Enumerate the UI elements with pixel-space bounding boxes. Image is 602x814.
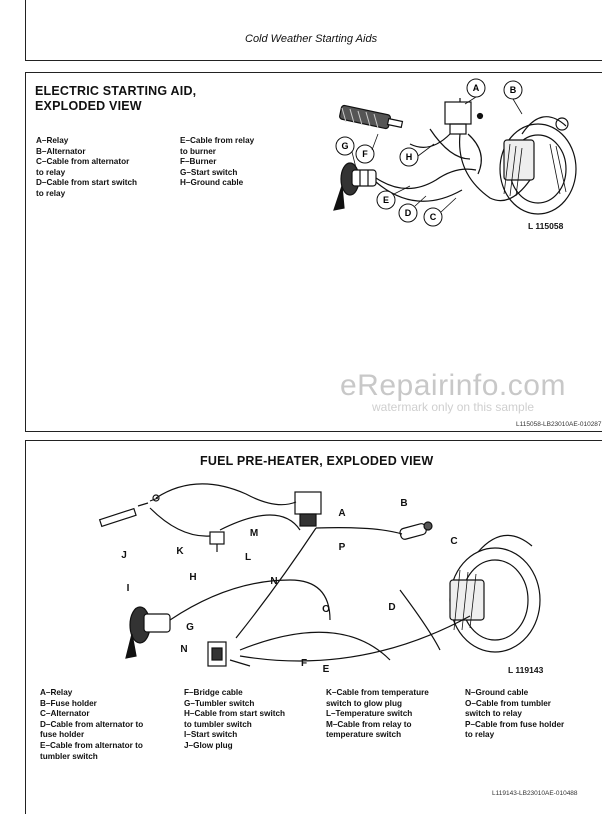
header-vertical-rule bbox=[25, 0, 26, 60]
legend-item: fuse holder bbox=[40, 730, 85, 740]
legend-item: E–Cable from relay bbox=[180, 136, 255, 145]
legend-item: to relay bbox=[36, 167, 66, 177]
section2-ref-code: L119143-LB23010AE-010488 bbox=[492, 790, 578, 797]
legend-item: O–Cable from tumbler bbox=[465, 698, 551, 708]
callout-g: G bbox=[186, 622, 194, 633]
legend-item: A–Relay bbox=[40, 688, 73, 697]
legend-item: E–Cable from alternator to bbox=[40, 740, 143, 750]
callout-d: D bbox=[388, 602, 395, 613]
callout-g: G bbox=[341, 141, 348, 151]
legend-item: J–Glow plug bbox=[184, 740, 233, 750]
callout-d: D bbox=[405, 208, 412, 218]
section1-title-line1: ELECTRIC STARTING AID, bbox=[35, 84, 197, 98]
callout-h: H bbox=[189, 572, 196, 583]
legend-item: A–Relay bbox=[36, 136, 69, 145]
legend-item: B–Fuse holder bbox=[40, 698, 97, 708]
fuse-holder-illustration bbox=[399, 521, 433, 540]
legend-item: tumbler switch bbox=[40, 751, 98, 761]
start-switch-illustration bbox=[125, 606, 171, 659]
glow-plug-illustration bbox=[98, 494, 160, 528]
callout-a: A bbox=[338, 508, 345, 519]
burner-illustration bbox=[339, 104, 404, 130]
section1-figure-id: L 115058 bbox=[528, 221, 564, 231]
legend-item: D–Cable from start switch bbox=[36, 178, 138, 188]
callout-f: F bbox=[301, 658, 307, 669]
callout-e: E bbox=[383, 195, 389, 205]
callout-j: J bbox=[121, 550, 127, 561]
cable-h bbox=[409, 133, 451, 148]
tumbler-switch-illustration bbox=[207, 641, 227, 667]
start-switch-illustration bbox=[333, 162, 377, 211]
header-horizontal-rule bbox=[25, 60, 602, 61]
callout-o: O bbox=[322, 604, 330, 615]
callout-e: E bbox=[323, 664, 330, 675]
callout-l: L bbox=[245, 552, 251, 563]
cable-c bbox=[458, 133, 531, 202]
legend-item: switch to relay bbox=[465, 709, 522, 719]
legend-item: K–Cable from temperature bbox=[326, 688, 429, 697]
legend-item: P–Cable from fuse holder bbox=[465, 719, 565, 729]
section2-legend-col3: K–Cable from temperature switch to glow … bbox=[326, 688, 429, 741]
fuel-preheater-panel bbox=[25, 440, 602, 814]
electric-starting-aid-diagram: A B G F H E D C bbox=[333, 78, 577, 227]
fuel-preheater-diagram: A B C D E F G H I J K L M N N O P bbox=[98, 483, 541, 675]
legend-item: to relay bbox=[36, 188, 66, 198]
section1-ref-code: L115058-LB23010AE-010287 bbox=[516, 421, 602, 428]
section2-figure-id: L 119143 bbox=[508, 665, 544, 675]
relay-illustration bbox=[444, 98, 484, 135]
callout-a: A bbox=[473, 83, 480, 93]
page-title: Cold Weather Starting Aids bbox=[245, 33, 378, 45]
callout-b: B bbox=[400, 498, 407, 509]
callout-i: I bbox=[127, 583, 130, 594]
section2-legend-col2: F–Bridge cable G–Tumbler switch H–Cable … bbox=[184, 688, 285, 752]
section1-legend-col1: A–Relay B–Alternator C–Cable from altern… bbox=[36, 136, 137, 200]
callout-f: F bbox=[362, 149, 368, 159]
legend-item: to relay bbox=[465, 730, 495, 740]
callout-p: P bbox=[339, 542, 346, 553]
legend-item: G–Tumbler switch bbox=[184, 698, 255, 708]
electric-starting-aid-panel bbox=[25, 72, 602, 432]
legend-item: H–Cable from start switch bbox=[184, 709, 286, 719]
legend-item: to burner bbox=[180, 146, 216, 156]
legend-item: L–Temperature switch bbox=[326, 709, 413, 719]
section2-legend-col1: A–Relay B–Fuse holder C–Alternator D–Cab… bbox=[40, 688, 143, 762]
callout-n-ground: N bbox=[180, 644, 187, 655]
legend-item: G–Start switch bbox=[180, 167, 238, 177]
legend-item: I–Start switch bbox=[184, 730, 238, 740]
section1-title: ELECTRIC STARTING AID, EXPLODED VIEW bbox=[35, 84, 196, 114]
legend-item: temperature switch bbox=[326, 730, 402, 740]
callout-c: C bbox=[450, 536, 457, 547]
legend-item: to tumbler switch bbox=[184, 719, 252, 729]
legend-item: M–Cable from relay to bbox=[326, 719, 412, 729]
legend-item: switch to glow plug bbox=[326, 698, 402, 708]
callout-n-relay: N bbox=[270, 576, 277, 587]
legend-item: C–Alternator bbox=[40, 709, 90, 719]
watermark-text: eRepairinfo.com bbox=[340, 369, 566, 402]
section1-legend-col2: E–Cable from relay to burner F–Burner G–… bbox=[180, 136, 254, 189]
legend-item: H–Ground cable bbox=[180, 178, 244, 188]
temperature-switch-illustration bbox=[209, 531, 225, 552]
cable-e bbox=[375, 181, 463, 202]
section1-title-line2: EXPLODED VIEW bbox=[35, 99, 142, 113]
legend-item: B–Alternator bbox=[36, 146, 86, 156]
relay-illustration bbox=[294, 491, 322, 527]
section2-legend-col4: N–Ground cable O–Cable from tumbler swit… bbox=[465, 688, 564, 741]
callout-b: B bbox=[510, 85, 517, 95]
callout-k: K bbox=[176, 546, 184, 557]
alternator-illustration bbox=[499, 116, 577, 215]
legend-item: N–Ground cable bbox=[465, 688, 529, 697]
legend-item: D–Cable from alternator to bbox=[40, 719, 144, 729]
cable-d bbox=[375, 168, 477, 190]
legend-item: F–Burner bbox=[180, 157, 217, 167]
callout-h: H bbox=[406, 152, 413, 162]
callout-c: C bbox=[430, 212, 437, 222]
alternator-illustration bbox=[449, 534, 541, 653]
section2-title: FUEL PRE-HEATER, EXPLODED VIEW bbox=[200, 454, 434, 468]
watermark-subtext: watermark only on this sample bbox=[372, 400, 535, 414]
callout-m: M bbox=[250, 528, 258, 539]
legend-item: C–Cable from alternator bbox=[36, 157, 130, 167]
legend-item: F–Bridge cable bbox=[184, 688, 243, 697]
